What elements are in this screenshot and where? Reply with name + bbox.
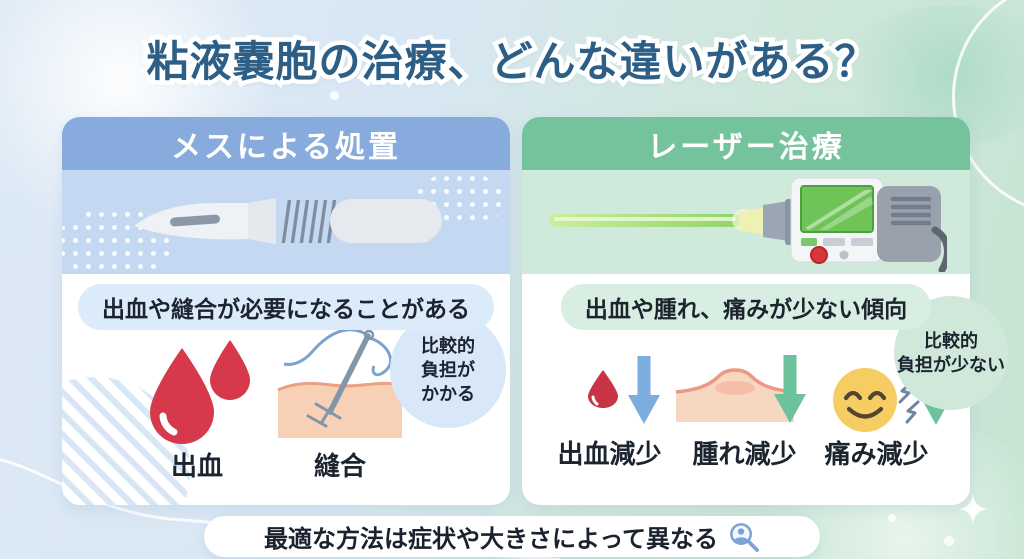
- scalpel-claim-pill: 出血や縫合が必要になることがある: [78, 284, 494, 330]
- blood-drops-icon: [150, 340, 250, 444]
- dot-decor: [944, 536, 954, 546]
- burden-bubble: 比較的 負担が かかる: [390, 312, 506, 428]
- smiley-face-icon: [833, 368, 897, 432]
- scalpel-treatment-panel: メスによる処置 出血や縫合が必要になることがある: [62, 117, 510, 505]
- scalpel-panel-body: 出血や縫合が必要になることがある 出血: [62, 274, 510, 505]
- item-label: 出血減少: [557, 439, 662, 469]
- item-label: 腫れ減少: [692, 439, 797, 469]
- scalpel-panel-media: [62, 170, 510, 278]
- page-title-outline: 粘液嚢胞の治療、どんな違いがある？: [142, 34, 881, 90]
- item-label: 出血: [170, 451, 223, 481]
- item-label: 痛み減少: [824, 439, 929, 469]
- page-title-text: 粘液嚢胞の治療、どんな違いがある？: [146, 38, 878, 85]
- down-arrow-blue-icon: [628, 356, 660, 424]
- dot-decor: [330, 91, 339, 100]
- bubble-line: 比較的: [421, 335, 475, 356]
- swelling-icon: [675, 368, 795, 422]
- bubble-line: かかる: [421, 384, 475, 405]
- footer-note-banner: 最適な方法は症状や大きさによって異なる: [204, 516, 820, 557]
- laser-panel-media: [522, 170, 970, 274]
- scalpel-panel-header: メスによる処置: [62, 117, 510, 170]
- scalpel-icon: [134, 198, 442, 244]
- laser-treatment-panel: レーザー治療: [522, 117, 970, 505]
- blood-drop-icon: [588, 370, 618, 408]
- item-label: 縫合: [313, 451, 366, 481]
- suture-needle-icon: [277, 328, 403, 438]
- sparkle-icon: [958, 494, 988, 524]
- dot-decor: [888, 514, 896, 522]
- footer-note-text: 最適な方法は症状や大きさによって異なる: [263, 526, 719, 553]
- laser-panel-header: レーザー治療: [522, 117, 970, 170]
- laser-claim-pill: 出血や腫れ、痛みが少ない傾向: [560, 284, 932, 330]
- page-title: 粘液嚢胞の治療、どんな違いがある？ 粘液嚢胞の治療、どんな違いがある？: [0, 28, 1024, 90]
- laser-panel-body: 出血や腫れ、痛みが少ない傾向 出血減少 腫れ減少: [522, 274, 970, 505]
- laser-device-icon: [549, 177, 947, 272]
- bubble-line: 負担が: [421, 359, 475, 380]
- bubble-line: 比較的: [924, 330, 978, 351]
- bubble-line: 負担が少ない: [897, 355, 1005, 375]
- person-search-icon: [730, 522, 759, 552]
- down-arrow-green-icon: [774, 355, 806, 423]
